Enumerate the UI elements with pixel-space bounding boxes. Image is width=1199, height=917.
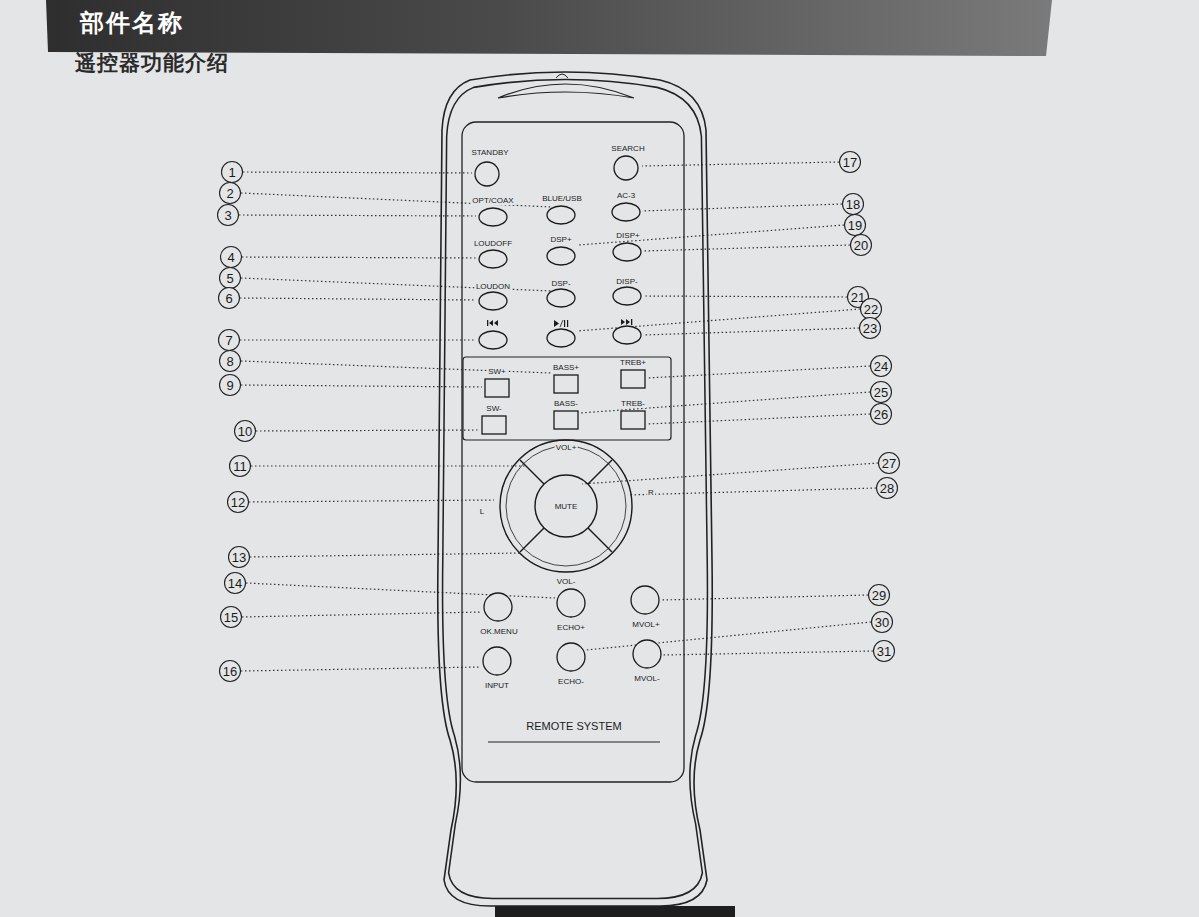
callout-number: 30 [875, 616, 889, 629]
button-label: BASS+ [552, 364, 580, 372]
callout-number: 1 [228, 166, 235, 179]
button-label: DISP+ [615, 232, 640, 240]
callout-number: 5 [226, 272, 233, 285]
callout-number: 2 [226, 187, 233, 200]
button-label: ECHO- [557, 678, 585, 686]
callout-number: 27 [882, 457, 896, 470]
callout-number: 8 [226, 355, 233, 368]
button-label: OK.MENU [479, 628, 518, 636]
leader-lines [239, 162, 878, 671]
remote-housing [438, 72, 713, 906]
callout-number: 4 [227, 251, 234, 264]
button-label: DSP- [550, 280, 571, 288]
callout-number: 13 [232, 551, 246, 564]
page-tab [495, 906, 735, 917]
button-label: AC-3 [616, 192, 636, 200]
button-label: TREB+ [619, 359, 647, 367]
button-label: MVOL+ [631, 621, 660, 629]
button-label: SW+ [487, 368, 507, 376]
callout-circles [218, 152, 900, 682]
callout-number: 26 [874, 408, 888, 421]
callout-number: 24 [874, 360, 888, 373]
callout-number: 22 [864, 303, 878, 316]
button-label: BASS- [553, 400, 579, 408]
callout-number: 19 [848, 219, 862, 232]
callout-number: 18 [846, 198, 860, 211]
button-label: STANDBY [470, 149, 509, 157]
section-heading: 部件名称 [80, 9, 184, 38]
callout-number: 31 [877, 645, 891, 658]
button-label: DSP+ [549, 236, 572, 244]
button-label: LOUDON [475, 283, 511, 291]
callout-number: 11 [233, 460, 247, 473]
callout-number: 25 [874, 386, 888, 399]
callout-number: 6 [225, 292, 232, 305]
button-label: MUTE [554, 503, 579, 511]
button-label: BLUE/USB [541, 195, 583, 203]
transport-icons [487, 319, 632, 327]
callout-number: 20 [854, 239, 868, 252]
button-label: LOUDOFF [473, 240, 513, 248]
callout-number: 21 [851, 291, 865, 304]
header-bar [46, 0, 1052, 56]
subtitle: 遥控器功能介绍 [75, 53, 229, 74]
callout-number: 14 [228, 577, 242, 590]
callout-number: 15 [224, 611, 238, 624]
button-label: ECHO+ [556, 624, 586, 632]
callout-number: 29 [872, 589, 886, 602]
callout-number: 28 [880, 482, 894, 495]
button-label: R [647, 489, 655, 497]
button-label: SEARCH [610, 145, 645, 153]
callout-number: 17 [843, 156, 857, 169]
callout-number: 3 [224, 209, 231, 222]
callout-number: 7 [225, 334, 232, 347]
button-label: L [479, 508, 485, 516]
callout-number: 12 [231, 496, 245, 509]
callout-number: 23 [863, 322, 877, 335]
callout-number: 9 [226, 379, 233, 392]
button-label: DISP- [615, 278, 638, 286]
button-label: OPT/COAX [471, 197, 514, 205]
button-label: INPUT [484, 682, 510, 690]
callout-number: 10 [238, 425, 252, 438]
button-label: VOL+ [555, 444, 578, 452]
button-label: MVOL- [633, 675, 660, 683]
button-label: TREB- [620, 400, 646, 408]
brand-text: REMOTE SYSTEM [524, 721, 623, 732]
button-label: VOL- [556, 578, 577, 586]
direction-pad [500, 440, 632, 572]
button-label: SW- [485, 405, 502, 413]
remote-buttons [475, 156, 661, 675]
callout-number: 16 [223, 665, 237, 678]
